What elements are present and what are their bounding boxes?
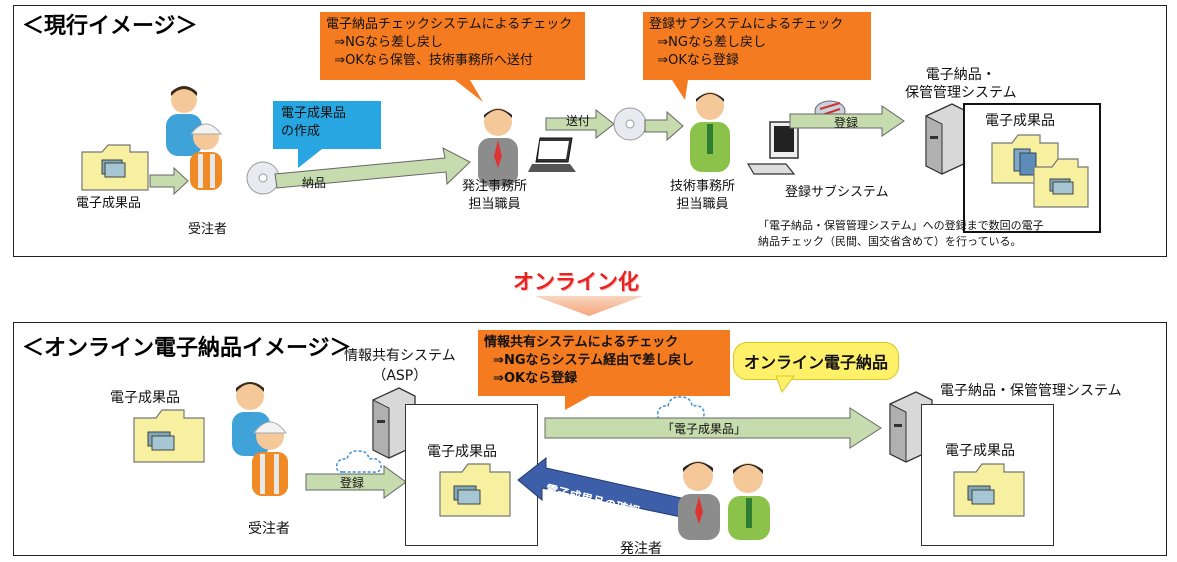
info-share-check-callout: 情報共有システムによるチェック ⇒NGならシステム経由で差し戻し ⇒OKなら登録 bbox=[478, 330, 730, 396]
deliverable-folder-icon-right bbox=[953, 463, 1025, 517]
contractor-label-bottom: 受注者 bbox=[248, 521, 290, 537]
register-subsystem-callout: 登録サブシステムによるチェック ⇒NGなら差し戻し ⇒OKなら登録 bbox=[643, 12, 871, 80]
deliverable-folder-icon bbox=[81, 144, 149, 191]
online-delivery-callout: オンライン電子納品 bbox=[733, 342, 900, 380]
ordering-office-label: 発注事務所 担当職員 bbox=[462, 179, 528, 212]
deliverable-folders-icon bbox=[991, 134, 1089, 208]
deliverable-label-mid: 電子成果品 bbox=[427, 444, 497, 460]
storage-system-label: 電子納品・ 保管管理システム bbox=[905, 67, 1017, 101]
cd-disc-icon-2 bbox=[613, 107, 647, 141]
check-system-callout: 電子納品チェックシステムによるチェック ⇒NGなら差し戻し ⇒OKなら保管、技術… bbox=[320, 12, 585, 80]
deliverable-folder-icon-mid bbox=[439, 463, 511, 517]
send-arrow bbox=[545, 108, 615, 140]
storage-system-label-bottom: 電子納品・保管管理システム bbox=[940, 383, 1122, 399]
cd-to-tech-arrow bbox=[644, 110, 684, 142]
info-share-system-label: 情報共有システム （ASP） bbox=[344, 348, 456, 384]
info-check-pointer bbox=[565, 396, 590, 410]
deliverable-label-left: 電子成果品 bbox=[76, 196, 142, 211]
create-deliverable-callout: 電子成果品 の作成 bbox=[273, 101, 381, 149]
register-arrow-label-bottom: 登録 bbox=[340, 476, 365, 490]
register-subsystem-pc-icon bbox=[746, 121, 799, 175]
register-arrow-label: 登録 bbox=[834, 116, 859, 130]
tech-office-officer-icon bbox=[690, 92, 730, 172]
online-image-title: ＜オンライン電子納品イメージ＞ bbox=[22, 336, 352, 361]
contractor-label: 受注者 bbox=[188, 222, 228, 237]
tech-office-label: 技術事務所 担当職員 bbox=[670, 179, 736, 212]
folder-to-contractor-arrow bbox=[149, 166, 189, 196]
deliverable-label-bottom-left: 電子成果品 bbox=[110, 390, 180, 406]
check-callout-pointer bbox=[455, 80, 688, 102]
delivery-arrow bbox=[274, 147, 471, 189]
deliverable-label-right: 電子成果品 bbox=[945, 443, 1015, 459]
cloud-icon-right bbox=[656, 396, 705, 421]
deliverable-transfer-label: 「電子成果品」 bbox=[662, 422, 747, 436]
delivery-arrow-label: 納品 bbox=[302, 176, 327, 190]
current-image-title: ＜現行イメージ＞ bbox=[22, 14, 198, 39]
orderer-label: 発注者 bbox=[620, 541, 662, 557]
register-arrow-bottom bbox=[305, 465, 407, 499]
deliverable-transfer-arrow bbox=[544, 407, 882, 449]
register-subsystem-label: 登録サブシステム bbox=[785, 185, 889, 200]
online-banner: オンライン化 bbox=[513, 270, 639, 294]
create-callout-pointer bbox=[298, 149, 322, 168]
laptop-icon bbox=[528, 137, 576, 172]
registration-note: 「電子納品・保管管理システム」への登録まで数回の電子 納品チェック（民間、国交省… bbox=[758, 219, 1044, 248]
online-callout-pointer bbox=[775, 375, 795, 394]
orderer-people-icon bbox=[678, 461, 770, 540]
banner-down-arrow bbox=[535, 296, 643, 316]
deliverable-box-label: 電子成果品 bbox=[985, 113, 1055, 129]
storage-server-icon bbox=[925, 103, 969, 175]
contractor-person-icon bbox=[166, 86, 223, 190]
contractor-person-icon-bottom bbox=[232, 382, 288, 496]
register-arrow bbox=[789, 105, 905, 137]
send-arrow-label: 送付 bbox=[566, 114, 591, 128]
cloud-icon-left bbox=[335, 450, 382, 473]
ordering-office-officer-icon bbox=[478, 108, 518, 186]
deliverable-folder-icon-bottom bbox=[133, 409, 205, 463]
